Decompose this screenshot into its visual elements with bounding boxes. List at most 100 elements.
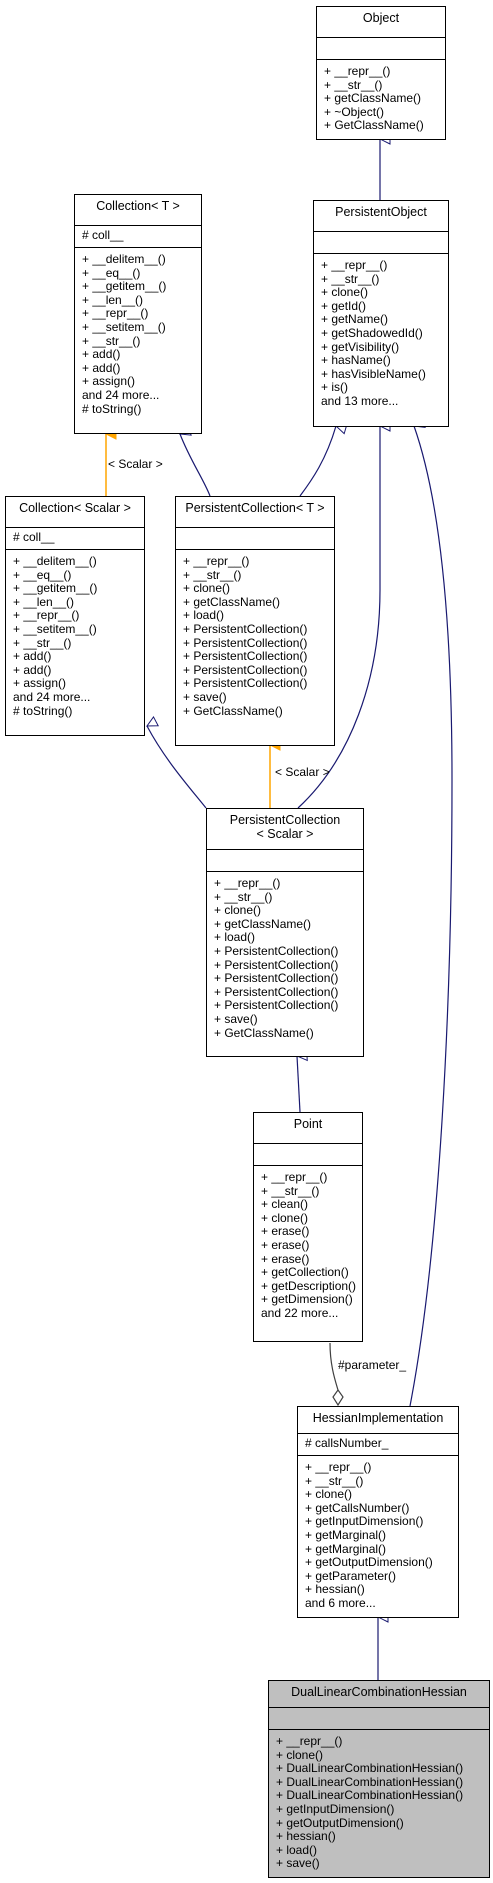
class-title: Object bbox=[362, 11, 400, 25]
methods-section: + __repr__() + __str__() + getClassName(… bbox=[317, 59, 445, 133]
method: + __repr__() bbox=[324, 64, 391, 78]
class-title: Point bbox=[293, 1117, 323, 1131]
class-collection-t[interactable]: Collection< T > # coll__ + __delitem__()… bbox=[74, 194, 202, 434]
method: + __repr__() bbox=[276, 1734, 343, 1748]
method: + clone() bbox=[321, 285, 369, 300]
class-duallinearcombinationhessian[interactable]: DualLinearCombinationHessian + __repr__(… bbox=[268, 1680, 490, 1878]
class-title: PersistentCollection< T > bbox=[185, 501, 325, 515]
edge-pcscalar-persistentobject bbox=[297, 426, 380, 809]
attributes-section bbox=[176, 527, 334, 549]
method: + getMarginal() bbox=[305, 1541, 387, 1556]
class-title-line: PersistentCollection bbox=[229, 813, 341, 827]
method: + __repr__() bbox=[214, 876, 281, 890]
class-object[interactable]: Object + __repr__() + __str__() + getCla… bbox=[316, 6, 446, 140]
class-title: Collection< Scalar > bbox=[19, 501, 131, 515]
method: and 6 more... bbox=[305, 1595, 376, 1610]
method: + GetClassName() bbox=[214, 1025, 314, 1040]
methods-section: + __repr__() + __str__() + clean() + clo… bbox=[254, 1165, 362, 1321]
class-point[interactable]: Point + __repr__() + __str__() + clean()… bbox=[253, 1112, 363, 1342]
edge-persistentcollectiont-collectiont bbox=[180, 434, 211, 497]
attributes-section bbox=[314, 231, 448, 253]
method: + clone() bbox=[261, 1210, 309, 1225]
class-hessianimplementation[interactable]: HessianImplementation # callsNumber_ + _… bbox=[297, 1406, 459, 1618]
method: + erase() bbox=[261, 1237, 310, 1252]
method: + erase() bbox=[261, 1224, 310, 1239]
method: + PersistentCollection() bbox=[183, 662, 308, 677]
edge-point-pcscalar bbox=[297, 1056, 300, 1113]
method: + clone() bbox=[214, 903, 262, 918]
method: + getMarginal() bbox=[305, 1527, 387, 1542]
method: + assign() bbox=[82, 374, 136, 389]
attribute: # coll__ bbox=[82, 228, 124, 242]
method: + hessian() bbox=[276, 1829, 336, 1844]
method: + PersistentCollection() bbox=[183, 649, 308, 664]
method: + getClassName() bbox=[183, 594, 281, 609]
method: + getOutputDimension() bbox=[276, 1815, 404, 1830]
method: + load() bbox=[183, 608, 225, 623]
template-argument-label-collection: < Scalar > bbox=[108, 457, 163, 471]
method: + __str__() bbox=[183, 567, 242, 582]
methods-section: + __delitem__() + __eq__() + __getitem__… bbox=[75, 247, 201, 416]
method: + getId() bbox=[321, 298, 367, 313]
attribute: # coll__ bbox=[13, 530, 55, 544]
method: + __setitem__() bbox=[82, 319, 166, 334]
method: + GetClassName() bbox=[324, 118, 424, 133]
method: + clean() bbox=[261, 1197, 309, 1212]
class-persistentobject[interactable]: PersistentObject + __repr__() + __str__(… bbox=[313, 200, 449, 427]
edge-pcscalar-collectionscalar bbox=[147, 726, 207, 809]
method: + __str__() bbox=[82, 333, 141, 348]
method: + clone() bbox=[183, 581, 231, 596]
method: + getVisibility() bbox=[321, 339, 400, 354]
method: + assign() bbox=[13, 676, 67, 691]
method: + __getitem__() bbox=[82, 279, 167, 294]
method: + add() bbox=[82, 347, 121, 362]
attributes-section: # coll__ bbox=[75, 225, 201, 247]
method: + __repr__() bbox=[13, 608, 80, 623]
method: + __str__() bbox=[305, 1473, 364, 1488]
class-title: HessianImplementation bbox=[312, 1411, 444, 1425]
method: + add() bbox=[13, 649, 52, 664]
parameter-role-label: #parameter_ bbox=[338, 1358, 407, 1372]
method: and 24 more... bbox=[82, 387, 160, 402]
class-collection-scalar[interactable]: Collection< Scalar > # coll__ + __delite… bbox=[5, 496, 145, 736]
method: + __setitem__() bbox=[13, 621, 97, 636]
attributes-section bbox=[269, 1707, 489, 1729]
method: + hasVisibleName() bbox=[321, 366, 426, 381]
class-title: DualLinearCombinationHessian bbox=[291, 1685, 467, 1699]
method: + PersistentCollection() bbox=[183, 621, 308, 636]
method: + PersistentCollection() bbox=[214, 971, 339, 986]
method: + PersistentCollection() bbox=[214, 984, 339, 999]
method: + __len__() bbox=[82, 292, 144, 307]
method: + __repr__() bbox=[305, 1460, 372, 1474]
methods-section: + __repr__() + __str__() + clone() + get… bbox=[207, 871, 363, 1040]
class-persistentcollection-t[interactable]: PersistentCollection< T > + __repr__() +… bbox=[175, 496, 335, 746]
method: + DualLinearCombinationHessian() bbox=[276, 1774, 464, 1789]
method: + PersistentCollection() bbox=[214, 998, 339, 1013]
method: + load() bbox=[214, 930, 256, 945]
attributes-section: # callsNumber_ bbox=[298, 1433, 458, 1455]
class-title: Collection< T > bbox=[96, 199, 180, 213]
attributes-section: # coll__ bbox=[6, 527, 144, 549]
method: + load() bbox=[276, 1842, 318, 1857]
edge-hessianimpl-persistentobject bbox=[409, 426, 453, 1407]
method: + add() bbox=[82, 360, 121, 375]
class-persistentcollection-scalar[interactable]: PersistentCollection < Scalar > + __repr… bbox=[206, 808, 364, 1057]
method: and 13 more... bbox=[321, 393, 399, 408]
method: + __delitem__() bbox=[82, 252, 166, 266]
method: + DualLinearCombinationHessian() bbox=[276, 1761, 464, 1776]
method: + GetClassName() bbox=[183, 703, 283, 718]
method: + save() bbox=[214, 1011, 258, 1026]
method: + save() bbox=[276, 1856, 320, 1871]
attributes-section bbox=[317, 37, 445, 59]
attributes-section bbox=[207, 849, 363, 871]
method: + getParameter() bbox=[305, 1568, 397, 1583]
method: + PersistentCollection() bbox=[214, 957, 339, 972]
methods-section: + __repr__() + __str__() + clone() + get… bbox=[176, 549, 334, 718]
method: + DualLinearCombinationHessian() bbox=[276, 1788, 464, 1803]
method: + getCollection() bbox=[261, 1265, 349, 1280]
method: + __str__() bbox=[214, 889, 273, 904]
method: + __repr__() bbox=[321, 258, 388, 272]
method: + __len__() bbox=[13, 594, 75, 609]
methods-section: + __repr__() + __str__() + clone() + get… bbox=[298, 1455, 458, 1611]
